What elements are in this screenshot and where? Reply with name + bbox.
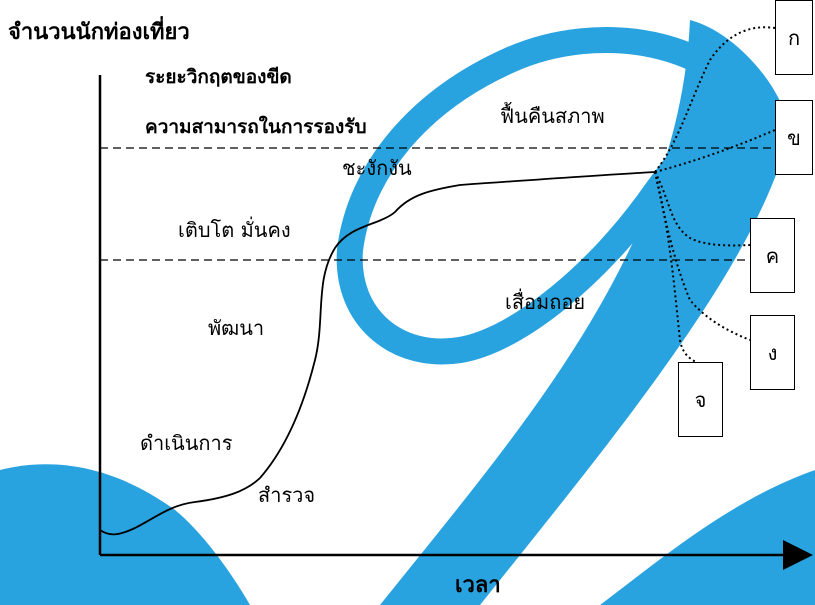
outcome-box-jor: จ [678,362,723,437]
branch-to-box-k-kor [654,26,776,173]
outcome-box-k-kor: ก [775,0,813,75]
x-axis-label: เวลา [455,573,501,598]
outcome-box-k-khor: ข [775,100,813,175]
threshold-label-line2: ความสามารถในการรองรับ [145,116,367,138]
chart-title: จำนวนนักท่องเที่ยว [8,20,190,45]
branch-to-box-k-khor [654,129,776,173]
stage-label-decline: เสื่อมถอย [505,290,586,314]
outcome-box-k-khor-kwai: ค [750,218,795,293]
outcome-box-ngor: ง [750,315,795,390]
lifecycle-curve [99,171,656,536]
stage-label-rejuvenation: ฟื้นคืนสภาพ [500,104,605,128]
stage-label-exploration: สำรวจ [258,483,316,507]
branch-to-box-k-khor-kwai [654,171,751,247]
stage-label-involvement: ดำเนินการ [140,431,233,455]
branch-to-box-jor [654,171,697,363]
threshold-label-line1: ระยะวิกฤตของขีด [145,66,292,88]
watermark-loop-stroke [336,27,772,365]
stage-label-development: พัฒนา [208,316,265,340]
watermark-diagonal-stroke [380,20,790,605]
stage-label-stagnation: ชะงักงัน [342,156,412,180]
stage-label-consolidation: เติบโต มั่นคง [178,218,291,242]
watermark-right-stroke [600,470,815,605]
watermark-left-stroke [0,464,250,605]
branch-to-box-ngor [654,171,751,341]
